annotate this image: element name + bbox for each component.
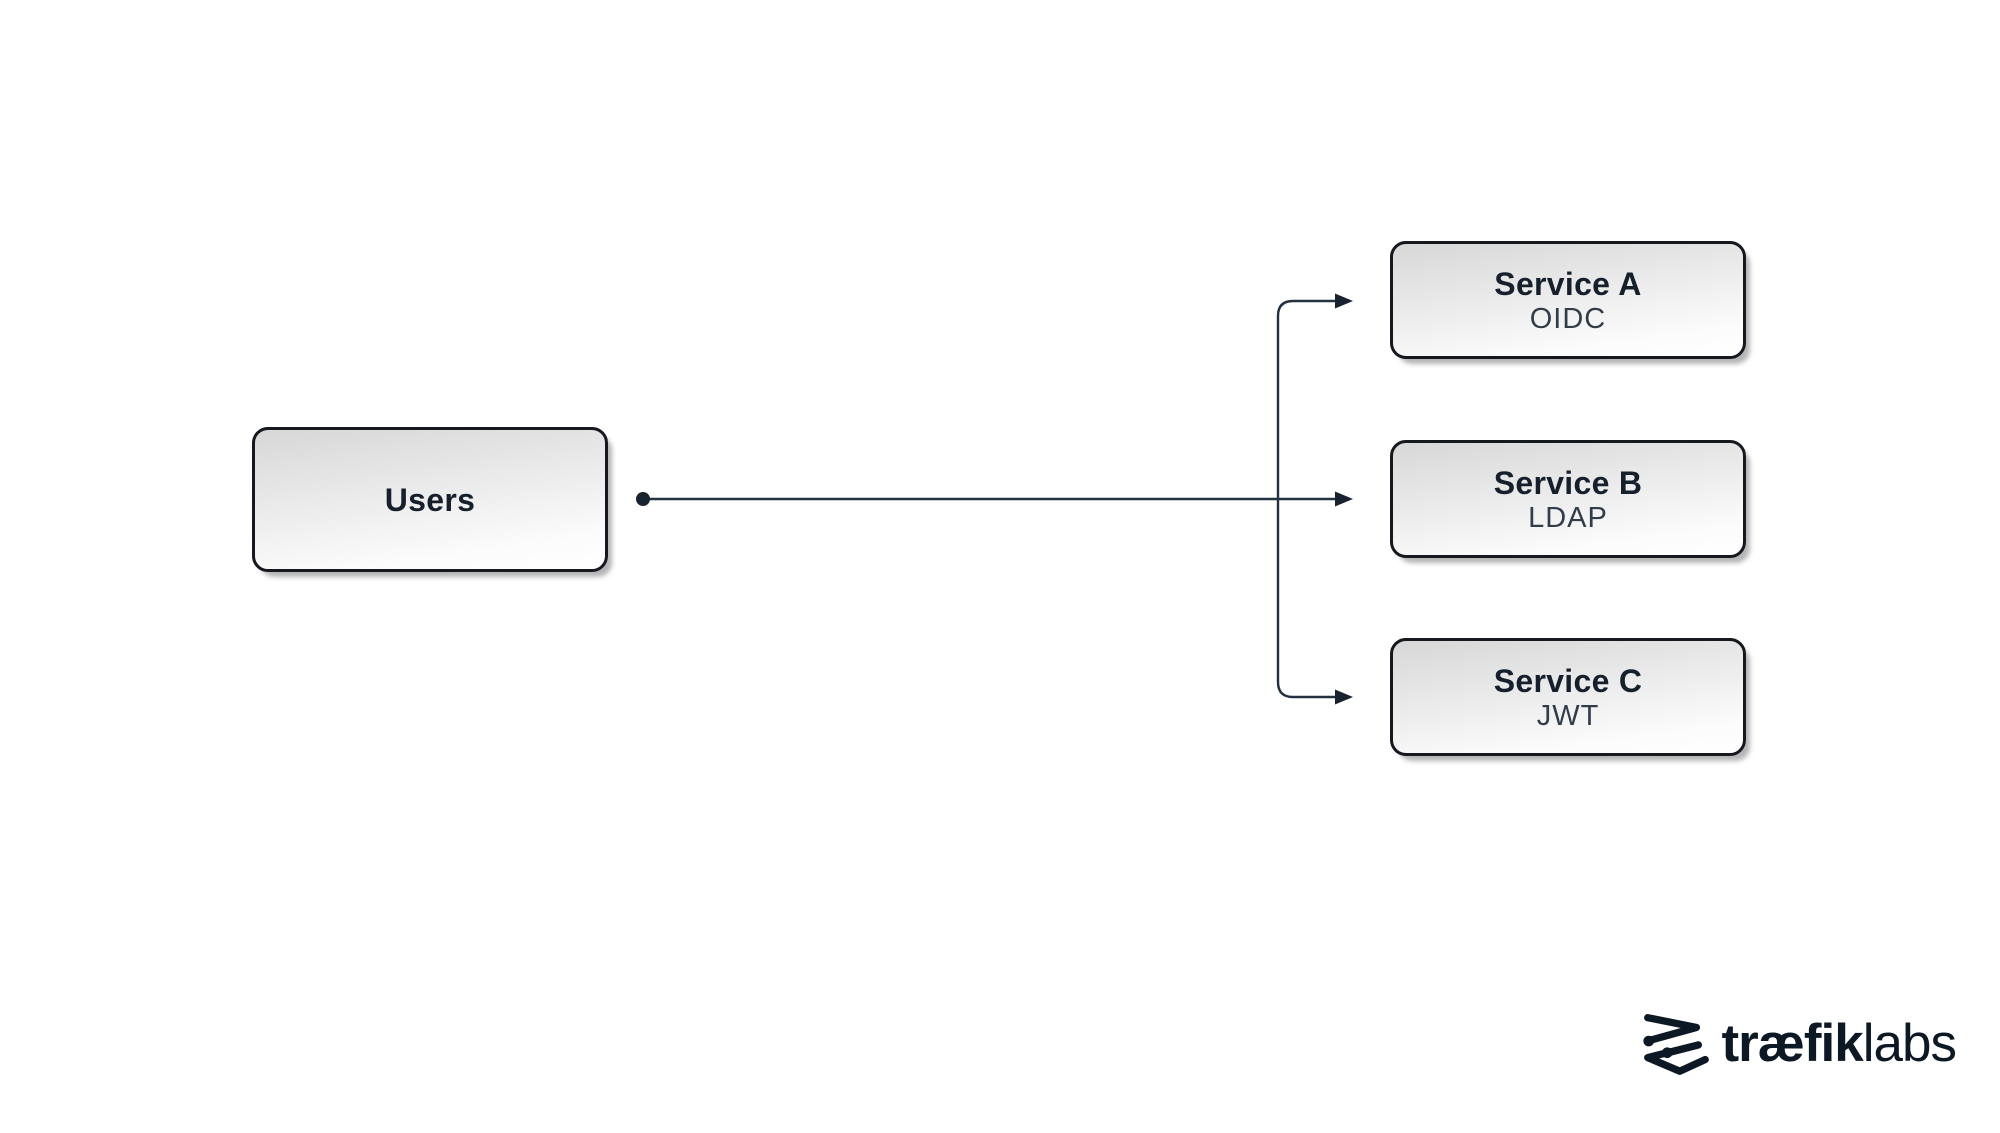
- arrowhead-service-a: [1335, 293, 1353, 309]
- node-title: Users: [384, 481, 476, 518]
- edge-users-service-a: [1276, 299, 1337, 499]
- node-users: Users: [252, 427, 608, 572]
- wordmark-labs: labs: [1862, 1013, 1957, 1073]
- node-subtitle: OIDC: [1529, 302, 1607, 335]
- node-subtitle: JWT: [1536, 699, 1600, 732]
- node-subtitle: LDAP: [1528, 501, 1608, 534]
- edge-users-service-c: [1276, 499, 1337, 699]
- node-title: Service B: [1493, 464, 1643, 501]
- edge-origin-dot: [636, 492, 650, 506]
- traefiklabs-wordmark: træfiklabs: [1721, 1013, 1958, 1074]
- node-service-b: Service B LDAP: [1390, 440, 1746, 558]
- traefik-icon: [1642, 1014, 1709, 1075]
- arrowhead-service-c: [1335, 689, 1353, 705]
- node-service-c: Service C JWT: [1390, 638, 1746, 756]
- wordmark-traefik: træfik: [1721, 1013, 1864, 1073]
- traefiklabs-logo: træfiklabs: [1638, 1000, 1957, 1086]
- node-title: Service C: [1493, 662, 1643, 699]
- node-title: Service A: [1494, 265, 1642, 302]
- node-service-a: Service A OIDC: [1390, 241, 1746, 359]
- arrowhead-service-b: [1335, 491, 1353, 507]
